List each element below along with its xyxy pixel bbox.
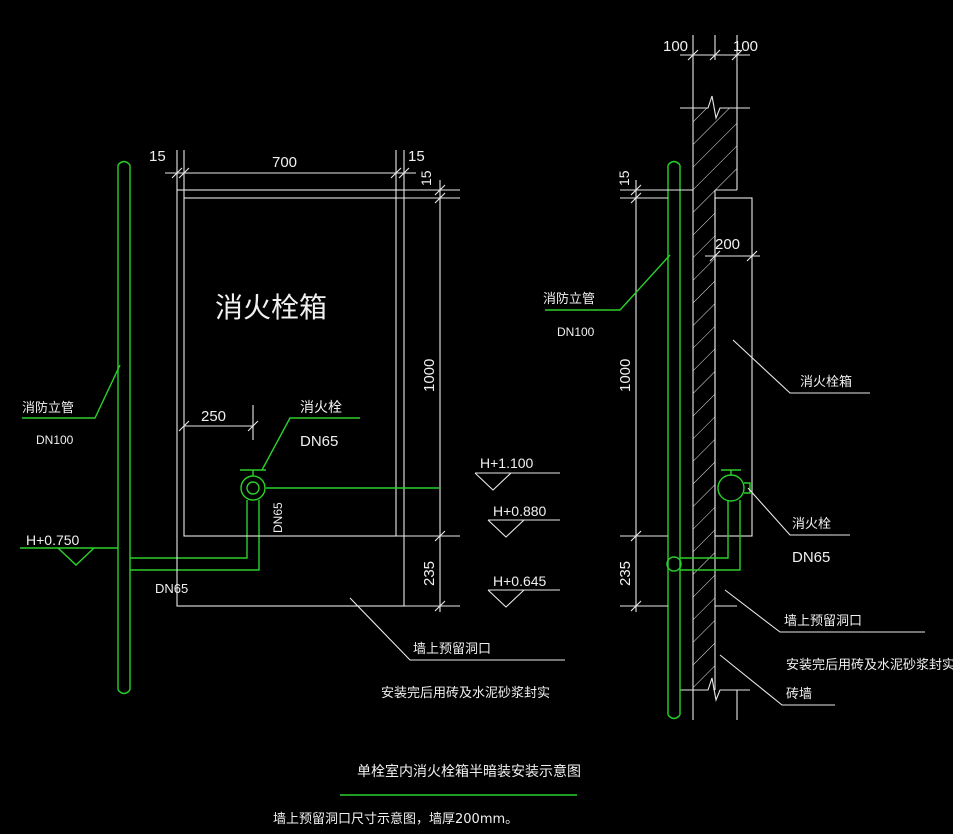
- dim-box-height: 1000: [421, 359, 438, 392]
- right-riser-leader: [545, 254, 671, 311]
- dim-bottom-235: 235: [421, 561, 438, 586]
- right-box-label: 消火栓箱: [800, 374, 852, 390]
- right-wall-leader: [719, 654, 835, 706]
- right-wall-dimension: [680, 35, 750, 61]
- branch-size-bottom: DN65: [155, 581, 188, 596]
- seal-note: 安装完后用砖及水泥砂浆封实: [381, 686, 550, 701]
- left-wall-opening: [176, 189, 405, 607]
- elev-hydrant: H+1.100: [480, 455, 534, 471]
- branch-size-vertical: DN65: [271, 502, 285, 533]
- left-right-dimension: [396, 180, 460, 612]
- elevation-marker-opening-bottom: [487, 589, 560, 608]
- dim-box-width: 700: [272, 154, 297, 171]
- dim-left-15: 15: [149, 148, 166, 165]
- left-hydrant-leader: [261, 417, 360, 471]
- right-hydrant-box: [714, 197, 753, 537]
- left-hydrant-symbol: [240, 469, 266, 501]
- right-branch-pipe: [680, 500, 741, 571]
- left-elevation-marker-riser: [20, 547, 118, 566]
- dim-wall-left: 100: [663, 38, 688, 55]
- hydrant-size: DN65: [300, 433, 338, 450]
- riser-size: DN100: [36, 433, 74, 447]
- left-elevation-view: 15 700 15 15 1000 235 250 消火栓箱 消火栓 DN65 …: [20, 148, 565, 701]
- right-wall-label: 砖墙: [786, 687, 812, 702]
- right-box-leader: [732, 339, 870, 394]
- right-opening-label: 墙上预留洞口: [784, 614, 862, 629]
- hydrant-label: 消火栓: [300, 400, 342, 416]
- left-top-dimension: [165, 150, 416, 198]
- caption-note: 墙上预留洞口尺寸示意图，墙厚200mm。: [273, 811, 518, 827]
- opening-label: 墙上预留洞口: [413, 642, 491, 657]
- right-hydrant-leader: [747, 487, 850, 536]
- right-section-view: 100 100 15 200 1000 235 消防立管 DN100 消火栓箱 …: [543, 35, 953, 720]
- left-riser-pipe: [117, 160, 131, 695]
- right-riser-label: 消防立管: [543, 291, 595, 307]
- caption-title: 单栓室内消火栓箱半暗装安装示意图: [357, 763, 581, 780]
- riser-label: 消防立管: [22, 400, 74, 416]
- right-riser-size: DN100: [557, 325, 595, 339]
- dim-right-bottom: 235: [617, 561, 634, 586]
- right-vertical-dimension: [620, 180, 693, 612]
- right-opening-leader: [724, 589, 925, 633]
- dim-right-15: 15: [408, 148, 425, 165]
- elevation-marker-hydrant: [474, 472, 560, 491]
- right-hydrant-label: 消火栓: [792, 517, 831, 532]
- left-opening-leader: [349, 597, 565, 661]
- elev-opening-bottom: H+0.645: [493, 573, 547, 589]
- dim-right-top-15: 15: [616, 170, 632, 186]
- caption-block: 单栓室内消火栓箱半暗装安装示意图 墙上预留洞口尺寸示意图，墙厚200mm。: [273, 763, 581, 827]
- box-label: 消火栓箱: [215, 291, 327, 324]
- right-hydrant-symbol: [717, 469, 751, 502]
- left-hydrant-offset-dimension: [178, 405, 259, 440]
- right-seal-note: 安装完后用砖及水泥砂浆封实: [786, 658, 953, 673]
- dim-top-15-vertical: 15: [418, 170, 434, 186]
- left-branch-pipe: [130, 500, 260, 571]
- right-hydrant-size: DN65: [792, 549, 830, 566]
- elev-box-bottom: H+0.880: [493, 503, 547, 519]
- dim-box-depth: 200: [715, 236, 740, 253]
- right-riser-pipe: [666, 160, 682, 720]
- right-depth-dimension: [705, 250, 760, 262]
- elevation-marker-box-bottom: [487, 519, 560, 538]
- elev-riser: H+0.750: [26, 532, 80, 548]
- dim-right-height: 1000: [617, 359, 634, 392]
- left-riser-leader: [22, 364, 121, 419]
- dim-hydrant-offset: 250: [201, 408, 226, 425]
- dim-wall-right: 100: [733, 38, 758, 55]
- left-hydrant-box: [183, 197, 397, 537]
